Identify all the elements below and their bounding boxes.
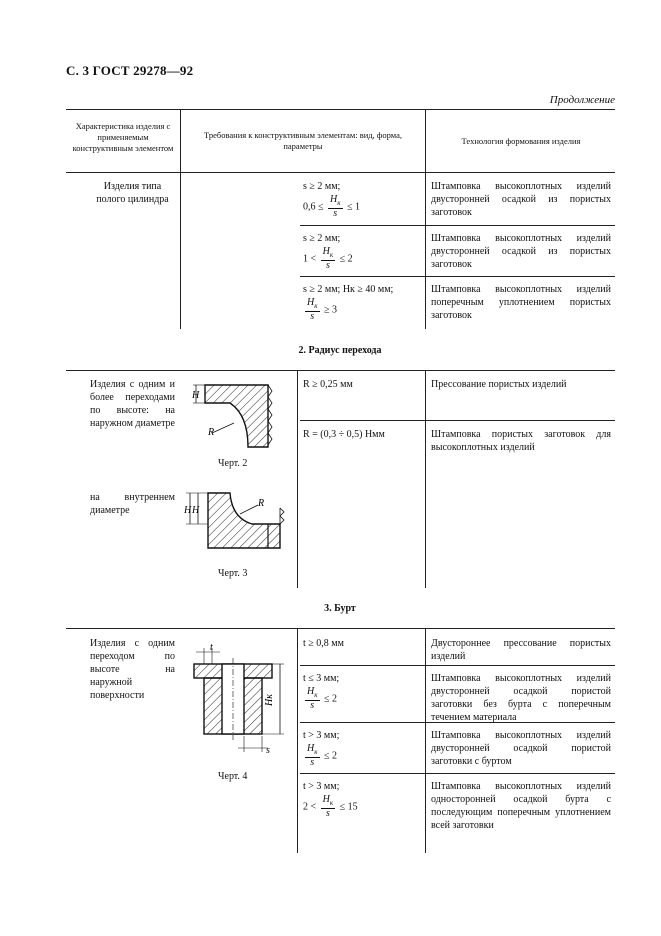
req-pre: 1 < xyxy=(303,253,317,265)
fig4-caption: Черт. 4 xyxy=(218,771,248,782)
section2-item-outer: Изделия с одним и более переходами по вы… xyxy=(90,379,175,429)
row-rule xyxy=(300,420,615,421)
figure-2-drawing: H R xyxy=(191,384,273,448)
req-post: ≤ 15 xyxy=(339,801,358,813)
fig2-label-r: R xyxy=(207,427,214,438)
head-col1: Характеристика изделия с применяемым кон… xyxy=(72,121,174,153)
section2-req-2: R = (0,3 ÷ 0,5) Hмм xyxy=(303,429,385,440)
section3-top-rule xyxy=(66,628,615,629)
req-line: t > 3 мм; xyxy=(303,730,340,741)
head-col3: Технология формования изделия xyxy=(461,136,581,146)
figure-4-drawing: t Hк s xyxy=(193,642,284,756)
row-rule xyxy=(300,665,615,666)
page-header: С. 3 ГОСТ 29278—92 xyxy=(66,63,194,78)
table-head-rule xyxy=(66,172,615,173)
fig3-label-h: H xyxy=(183,505,192,516)
req-pre: 2 < xyxy=(303,801,317,813)
section2-req-1: R ≥ 0,25 мм xyxy=(303,379,353,390)
req-post: ≤ 2 xyxy=(339,253,353,265)
req-line: t ≤ 3 мм; xyxy=(303,673,340,684)
fig4-label-hk: Hк xyxy=(264,694,275,707)
row-rule xyxy=(300,276,615,277)
head-col2: Требования к конструктивным элементам: в… xyxy=(204,130,402,151)
fig4-label-s: s xyxy=(266,745,270,756)
block1-tech-2: Штамповка высокоплотных изделий двусторо… xyxy=(431,233,611,270)
section3-tech-1: Двустороннее прессование пористых издели… xyxy=(431,638,611,662)
table-top-rule xyxy=(66,109,615,110)
section3-item: Изделия с одним переходом по высоте на н… xyxy=(90,638,175,701)
req-post: ≤ 1 xyxy=(347,201,361,213)
block1-tech-3: Штамповка высокоплотных изделий поперечн… xyxy=(431,284,611,321)
row-rule xyxy=(300,773,615,774)
figure-3-drawing: H H R xyxy=(183,492,285,549)
section3-tech-2: Штамповка высокоплотных изделий двусторо… xyxy=(431,673,611,723)
fig3-label-h2: H xyxy=(191,505,200,516)
section2-tech-1: Прессование пористых изделий xyxy=(431,379,567,390)
sec3-col-divider-2 xyxy=(425,628,426,853)
req-post: ≤ 2 xyxy=(324,750,338,762)
section2-tech-2: Штамповка пористых заготовок для высокоп… xyxy=(431,429,611,453)
sec2-col-divider-2 xyxy=(425,370,426,588)
section3-title: 3. Бурт xyxy=(324,603,356,614)
req-line: s ≥ 2 мм; xyxy=(303,233,341,244)
row-rule xyxy=(300,225,615,226)
fig4-label-t: t xyxy=(210,642,213,653)
block1-item: Изделия типа полого цилиндра xyxy=(96,181,169,205)
block1-tech-1: Штамповка высокоплотных изделий двусторо… xyxy=(431,181,611,218)
section3-tech-3: Штамповка высокоплотных изделий двусторо… xyxy=(431,730,611,767)
row-rule xyxy=(300,722,615,723)
req-line: s ≥ 2 мм; xyxy=(303,181,341,192)
section3-tech-4: Штамповка высокоплотных изделий одностор… xyxy=(431,781,611,831)
col-divider-2 xyxy=(425,109,426,329)
fig3-label-r: R xyxy=(257,498,264,509)
req-line: t > 3 мм; xyxy=(303,781,340,792)
section2-item-inner: на внутреннем диаметре xyxy=(90,492,175,516)
fig2-caption: Черт. 2 xyxy=(218,458,248,469)
fig2-label-h: H xyxy=(191,390,200,401)
section3-req-1: t ≥ 0,8 мм xyxy=(303,638,344,649)
section2-title: 2. Радиус перехода xyxy=(298,345,382,356)
col-divider-1 xyxy=(180,109,181,329)
fig3-caption: Черт. 3 xyxy=(218,568,248,579)
req-post: ≥ 3 xyxy=(324,304,338,316)
sec3-col-divider-1 xyxy=(297,628,298,853)
section2-top-rule xyxy=(66,370,615,371)
req-post: ≤ 2 xyxy=(324,693,338,705)
continuation-label: Продолжение xyxy=(549,94,615,106)
req-line: s ≥ 2 мм; Hк ≥ 40 мм; xyxy=(303,284,394,295)
sec2-col-divider-1 xyxy=(297,370,298,588)
req-pre: 0,6 ≤ xyxy=(303,201,324,213)
